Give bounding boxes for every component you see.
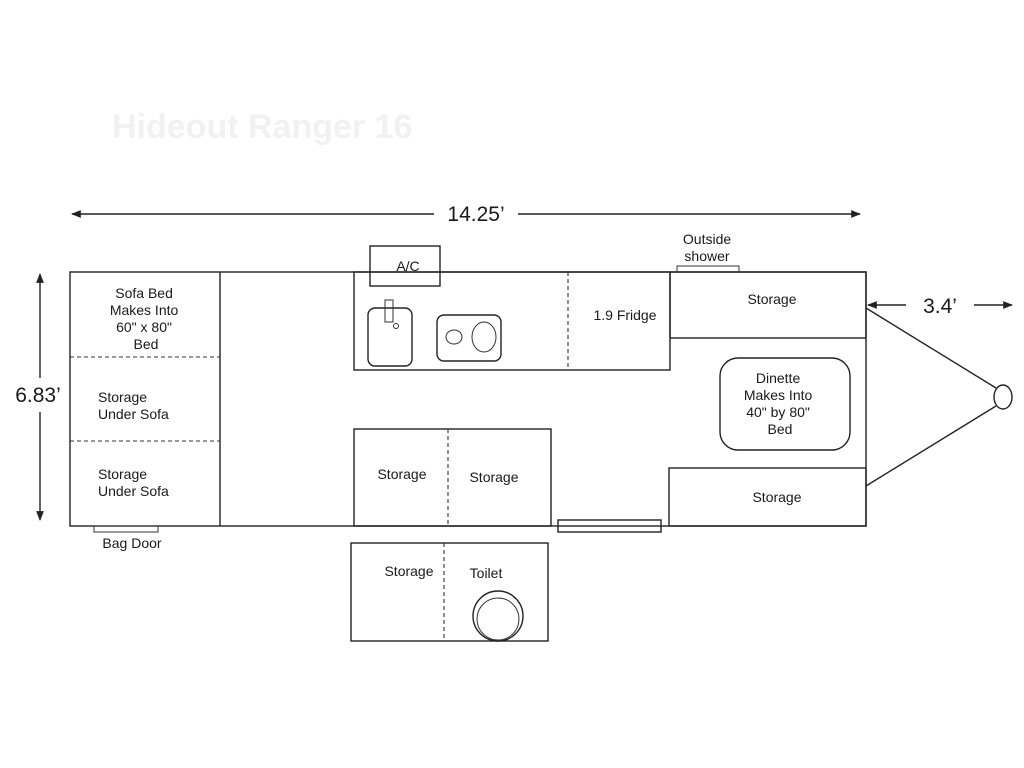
toilet-icon bbox=[472, 590, 524, 642]
fridge-label: 1.9 Fridge bbox=[593, 307, 656, 323]
stove-icon bbox=[436, 314, 502, 362]
hitch-tongue bbox=[865, 307, 1013, 487]
hitch-label: 3.4’ bbox=[923, 295, 957, 318]
storage-under-sofa-1-label: Storage Under Sofa bbox=[98, 389, 169, 422]
dinette-label: Dinette Makes Into 40" by 80" Bed bbox=[744, 370, 816, 437]
bathroom-block bbox=[350, 542, 549, 642]
dinette-table bbox=[719, 357, 851, 451]
bag-door-label: Bag Door bbox=[102, 535, 161, 551]
front-storage-top bbox=[669, 271, 867, 339]
storage-under-sofa-2-label: Storage Under Sofa bbox=[98, 466, 169, 499]
length-label: 14.25’ bbox=[447, 203, 504, 226]
ac-unit bbox=[369, 245, 441, 287]
mid-storage-right-label: Storage bbox=[469, 469, 518, 485]
outside-shower-label: Outside shower bbox=[683, 231, 735, 264]
bath-storage-label: Storage bbox=[384, 563, 433, 579]
ac-label: A/C bbox=[396, 258, 419, 274]
width-dimension: 6.83’ bbox=[15, 273, 61, 521]
mid-storage-left-label: Storage bbox=[377, 466, 426, 482]
sofa-bed-label: Sofa Bed Makes Into 60" x 80" Bed bbox=[110, 285, 182, 352]
sofa-area bbox=[70, 272, 221, 526]
outside-shower-fixture bbox=[676, 265, 740, 273]
hitch-dimension: 3.4’ bbox=[867, 295, 1013, 318]
length-dimension: 14.25’ bbox=[71, 203, 861, 226]
hitch-coupler bbox=[993, 384, 1013, 410]
floorplan-title: Hideout Ranger 16 bbox=[112, 108, 412, 146]
width-label: 6.83’ bbox=[15, 384, 61, 407]
mid-storage-block bbox=[353, 428, 552, 527]
front-storage-top-label: Storage bbox=[747, 291, 796, 307]
front-storage-bottom bbox=[668, 467, 867, 527]
bag-door bbox=[93, 525, 159, 533]
front-storage-bottom-label: Storage bbox=[752, 489, 801, 505]
entry-door bbox=[557, 519, 662, 533]
sink-icon bbox=[367, 299, 413, 367]
toilet-label: Toilet bbox=[470, 565, 503, 581]
